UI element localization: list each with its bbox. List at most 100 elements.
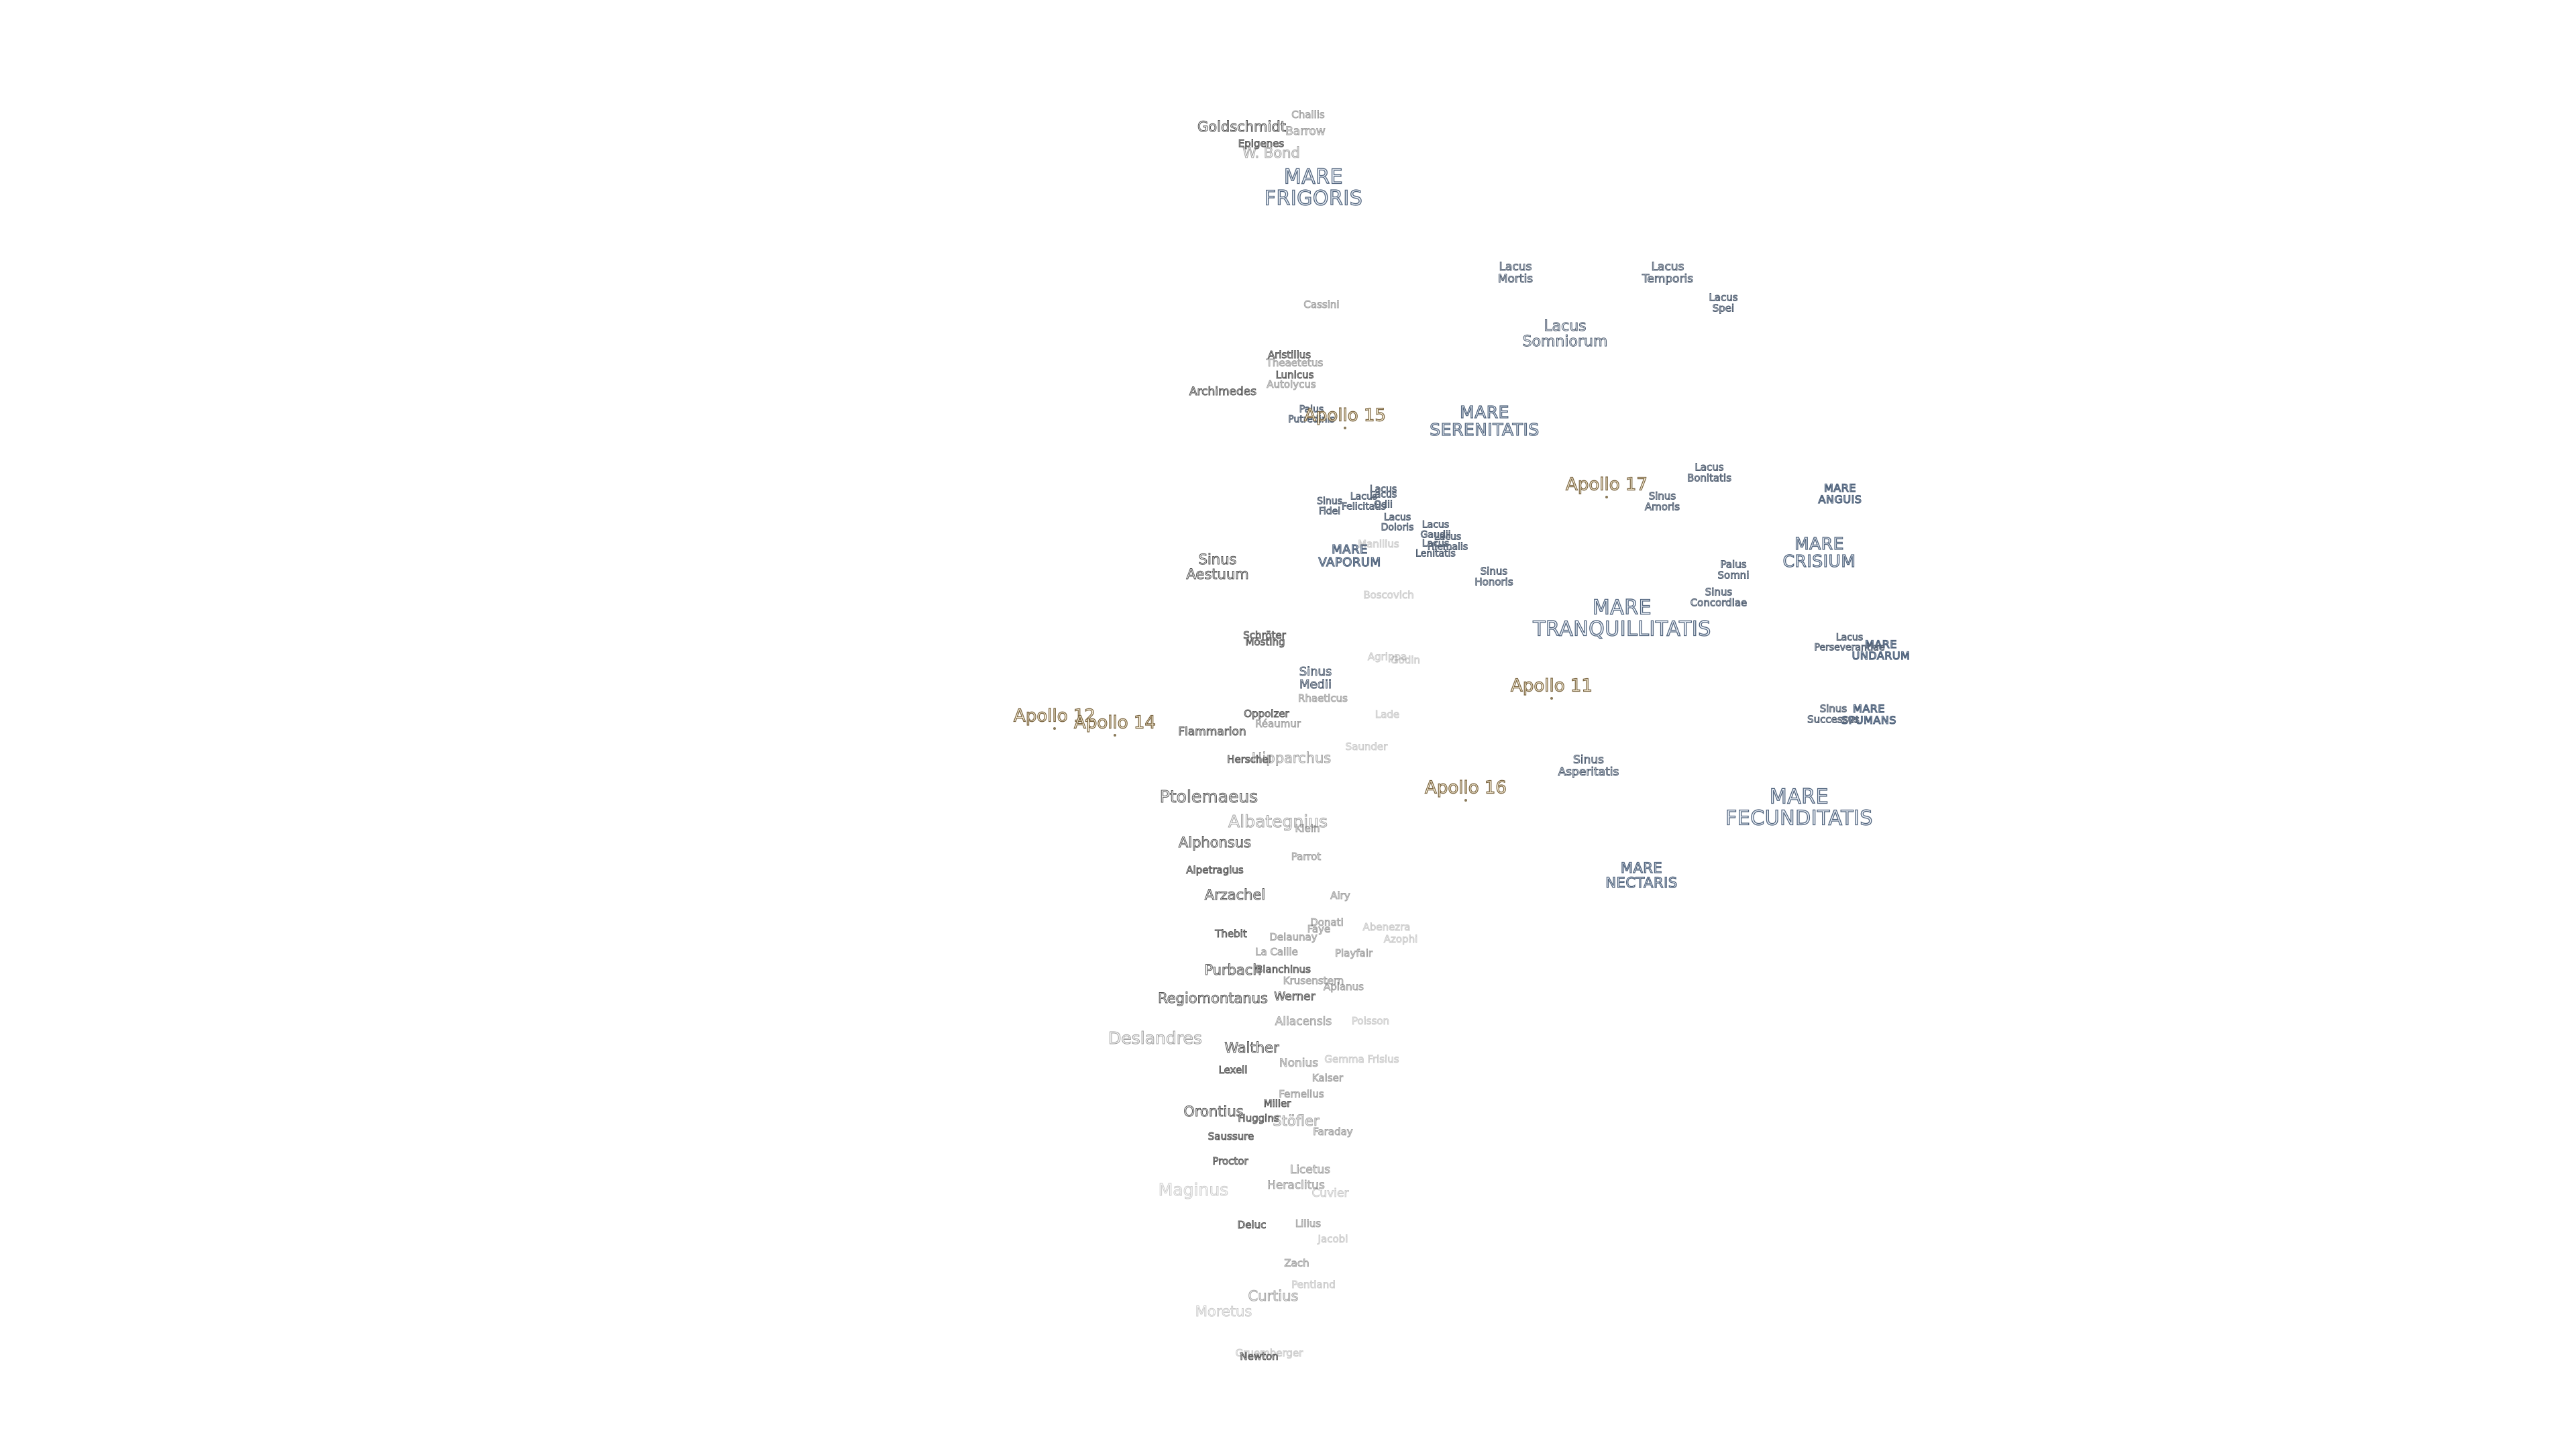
crater-hipparchus[interactable]: Hipparchus — [1251, 749, 1332, 766]
mare-tranquillitatis-label[interactable]: MARE TRANQUILLITATIS — [1533, 596, 1711, 641]
sinus-successus-label[interactable]: Sinus Successus — [1807, 702, 1860, 725]
sinus-amoris-label[interactable]: Sinus Amoris — [1644, 490, 1680, 513]
crater-zach[interactable]: Zach — [1284, 1257, 1309, 1270]
crater-maginus[interactable]: Maginus — [1158, 1179, 1229, 1199]
palus-putredinis-label[interactable]: Palus Putredinis — [1288, 404, 1335, 425]
lacus-temporis-label[interactable]: Lacus Temporis — [1642, 260, 1694, 286]
mare-crisium-label[interactable]: MARE CRISIUM — [1782, 533, 1856, 571]
crater-lunicus[interactable]: Lunicus — [1275, 369, 1314, 382]
crater-w-bond[interactable]: W. Bond — [1242, 144, 1301, 161]
crater-orontius[interactable]: Orontius — [1183, 1103, 1244, 1120]
apollo-16-marker[interactable] — [1464, 799, 1467, 802]
crater-krusenstern[interactable]: Krusenstern — [1283, 975, 1344, 987]
lacus-lenitatis-label[interactable]: Lacus Lenitatis — [1415, 538, 1456, 559]
crater-walther[interactable]: Walther — [1224, 1039, 1279, 1056]
sinus-fidei-label[interactable]: Sinus Fidei — [1317, 496, 1343, 517]
crater-archimedes[interactable]: Archimedes — [1189, 385, 1257, 399]
lacus-label[interactable]: Lacus — [1369, 484, 1397, 495]
crater-epigenes[interactable]: Epigenes — [1238, 138, 1285, 150]
lacus-felicitatis-label[interactable]: Lacus Felicitatis — [1341, 491, 1387, 512]
crater-licetus[interactable]: Licetus — [1289, 1163, 1331, 1177]
crater-alpetragius[interactable]: Alpetragius — [1186, 864, 1244, 877]
lacus-hiemalis-label[interactable]: Lacus Hiemalis — [1427, 531, 1468, 552]
crater-proctor[interactable]: Proctor — [1212, 1155, 1248, 1168]
crater-donati[interactable]: Donati — [1310, 916, 1344, 929]
crater-airy[interactable]: Airy — [1330, 890, 1351, 902]
crater-gemma-frisius[interactable]: Gemma Frisius — [1324, 1053, 1399, 1066]
apollo-16-label[interactable]: Apollo 16 — [1424, 777, 1507, 798]
palus-somni-label[interactable]: Palus Somni — [1717, 558, 1750, 581]
crater-kaiser[interactable]: Kaiser — [1311, 1072, 1344, 1085]
crater-moretus[interactable]: Moretus — [1195, 1303, 1252, 1320]
crater-fernelius[interactable]: Fernelius — [1279, 1088, 1324, 1101]
apollo-15-label[interactable]: Apollo 15 — [1303, 405, 1386, 426]
crater-deluc[interactable]: Deluc — [1237, 1219, 1267, 1232]
crater-pentland[interactable]: Pentland — [1291, 1279, 1336, 1291]
crater-playfair[interactable]: Playfair — [1334, 947, 1373, 960]
crater-ptolemaeus[interactable]: Ptolemaeus — [1159, 786, 1258, 806]
mare-serenitatis-label[interactable]: MARE SERENITATIS — [1430, 402, 1540, 439]
crater-abenezra[interactable]: Abenezra — [1362, 921, 1411, 934]
mare-anguis-label[interactable]: MARE ANGUIS — [1818, 482, 1862, 506]
lacus-gaudii-label[interactable]: Lacus Gaudii — [1420, 519, 1451, 540]
crater-theaetetus[interactable]: Theaetetus — [1266, 357, 1324, 370]
crater-autolycus[interactable]: Autolycus — [1267, 378, 1316, 391]
sinus-medii-label[interactable]: Sinus Medii — [1299, 665, 1332, 692]
crater-alphonsus[interactable]: Alphonsus — [1178, 834, 1252, 851]
apollo-11-marker[interactable] — [1550, 697, 1553, 700]
crater-werner[interactable]: Werner — [1274, 990, 1316, 1004]
crater-agrippa[interactable]: Agrippa — [1367, 651, 1407, 663]
sinus-concordiae-label[interactable]: Sinus Concordiae — [1690, 586, 1748, 608]
crater-cassini[interactable]: Cassini — [1303, 299, 1340, 311]
crater-delaunay[interactable]: Delaunay — [1269, 931, 1318, 944]
lacus-doloris-label[interactable]: Lacus Doloris — [1381, 512, 1414, 533]
lacus-spei-label[interactable]: Lacus Spei — [1709, 291, 1738, 314]
apollo-12-label[interactable]: Apollo 12 — [1013, 706, 1095, 727]
crater-la-caille[interactable]: La Caille — [1255, 946, 1299, 959]
crater-rhaeticus[interactable]: Rhaeticus — [1298, 692, 1348, 705]
crater-huggins[interactable]: Huggins — [1238, 1112, 1279, 1125]
crater-cuvier[interactable]: Cuvier — [1311, 1187, 1349, 1201]
mare-vaporum-label[interactable]: MARE VAPORUM — [1318, 543, 1381, 570]
crater-stofler[interactable]: Stöfler — [1273, 1112, 1320, 1129]
mare-fecunditatis-label[interactable]: MARE FECUNDITATIS — [1725, 785, 1873, 830]
crater-faye[interactable]: Faye — [1307, 923, 1331, 936]
crater-herschel[interactable]: Herschel — [1227, 753, 1272, 766]
crater-oppolzer[interactable]: Oppolzer — [1244, 708, 1289, 720]
crater-aristillus[interactable]: Aristillus — [1267, 349, 1311, 362]
crater-curtius[interactable]: Curtius — [1248, 1287, 1299, 1304]
crater-manilius[interactable]: Manilius — [1358, 538, 1399, 551]
lacus-somniorum-label[interactable]: Lacus Somniorum — [1522, 317, 1608, 350]
mare-spumans-label[interactable]: MARE SPUMANS — [1841, 702, 1896, 727]
crater-flammarion[interactable]: Flammarion — [1178, 725, 1246, 739]
apollo-15-marker[interactable] — [1344, 427, 1346, 429]
crater-goldschmidt[interactable]: Goldschmidt — [1197, 118, 1287, 135]
apollo-14-label[interactable]: Apollo 14 — [1073, 712, 1156, 733]
crater-boscovich[interactable]: Boscovich — [1363, 589, 1415, 602]
crater-albategnius[interactable]: Albategnius — [1228, 811, 1328, 831]
crater-poisson[interactable]: Poisson — [1351, 1015, 1390, 1028]
apollo-17-label[interactable]: Apollo 17 — [1565, 474, 1648, 495]
crater-aliacensis[interactable]: Aliacensis — [1275, 1015, 1332, 1029]
crater-challis[interactable]: Challis — [1291, 109, 1325, 121]
crater-schroter[interactable]: Schröter — [1243, 629, 1287, 642]
crater-reaumur[interactable]: Réaumur — [1255, 718, 1301, 731]
crater-nonius[interactable]: Nonius — [1279, 1057, 1319, 1071]
crater-thebit[interactable]: Thebit — [1215, 928, 1247, 941]
crater-azophi[interactable]: Azophi — [1383, 933, 1418, 946]
crater-arzachel[interactable]: Arzachel — [1204, 886, 1266, 903]
crater-deslandres[interactable]: Deslandres — [1108, 1028, 1203, 1048]
crater-newton[interactable]: Newton — [1240, 1350, 1279, 1363]
crater-parrot[interactable]: Parrot — [1291, 851, 1322, 863]
crater-purbach[interactable]: Purbach — [1204, 961, 1262, 978]
mare-undarum-label[interactable]: MARE UNDARUM — [1851, 638, 1911, 662]
crater-lade[interactable]: Lade — [1375, 708, 1400, 721]
crater-godin[interactable]: Godin — [1391, 654, 1421, 667]
crater-mosting[interactable]: Mösting — [1245, 636, 1285, 649]
mare-nectaris-label[interactable]: MARE NECTARIS — [1605, 859, 1678, 891]
crater-miller[interactable]: Miller — [1263, 1097, 1291, 1110]
crater-faraday[interactable]: Faraday — [1313, 1126, 1353, 1138]
crater-lexell[interactable]: Lexell — [1218, 1064, 1248, 1077]
crater-saunder[interactable]: Saunder — [1345, 741, 1388, 753]
crater-jacobi[interactable]: Jacobi — [1318, 1233, 1348, 1246]
